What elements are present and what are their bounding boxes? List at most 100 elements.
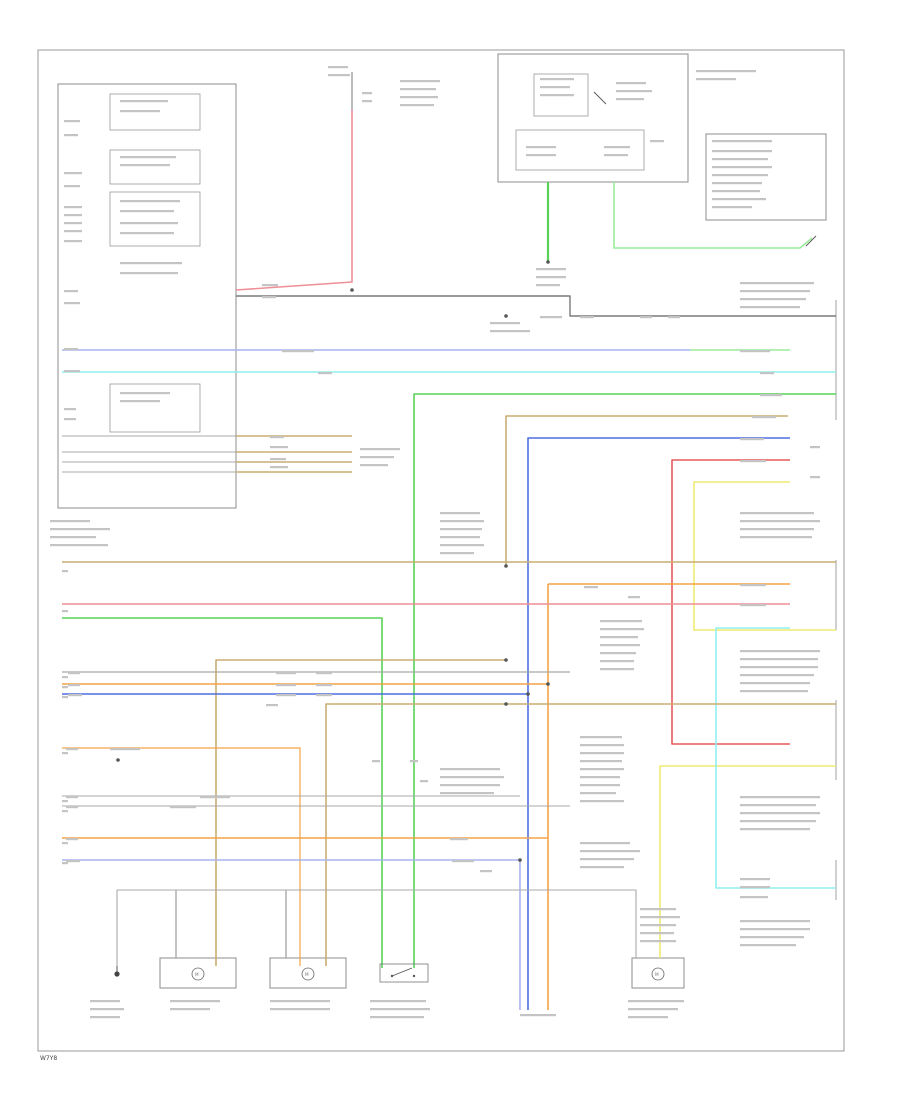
micro-label-placeholder-186 bbox=[628, 1008, 678, 1011]
micro-label-placeholder-65 bbox=[712, 182, 762, 185]
micro-label-placeholder-50 bbox=[616, 82, 646, 85]
micro-label-placeholder-144 bbox=[740, 886, 770, 889]
micro-label-placeholder-93 bbox=[440, 536, 480, 539]
wire-orange-row-748 bbox=[62, 747, 301, 966]
micro-label-placeholder-148 bbox=[740, 936, 804, 939]
micro-label-placeholder-125 bbox=[580, 768, 624, 771]
micro-label-placeholder-166 bbox=[200, 796, 230, 799]
micro-label-placeholder-155 bbox=[66, 796, 78, 799]
micro-label-placeholder-82 bbox=[740, 350, 770, 353]
micro-label-placeholder-99 bbox=[50, 544, 108, 547]
micro-label-placeholder-81 bbox=[490, 330, 530, 333]
micro-label-placeholder-91 bbox=[440, 520, 484, 523]
micro-label-placeholder-126 bbox=[580, 776, 620, 779]
micro-label-placeholder-121 bbox=[580, 736, 622, 739]
micro-label-placeholder-112 bbox=[740, 658, 818, 661]
micro-label-placeholder-3 bbox=[64, 172, 82, 175]
micro-label-placeholder-122 bbox=[580, 744, 624, 747]
micro-label-placeholder-94 bbox=[440, 544, 484, 547]
micro-label-placeholder-195 bbox=[62, 676, 68, 679]
micro-label-placeholder-201 bbox=[62, 842, 68, 845]
micro-label-placeholder-164 bbox=[316, 694, 332, 697]
wire-junction-10 bbox=[518, 858, 522, 862]
micro-label-placeholder-120 bbox=[740, 604, 766, 607]
micro-label-placeholder-72 bbox=[740, 282, 814, 285]
micro-label-placeholder-178 bbox=[170, 1008, 210, 1011]
micro-label-placeholder-202 bbox=[62, 862, 68, 865]
micro-label-placeholder-142 bbox=[580, 866, 624, 869]
wire-green-long bbox=[413, 393, 836, 968]
micro-label-placeholder-35 bbox=[270, 466, 288, 469]
micro-label-placeholder-25 bbox=[120, 272, 178, 275]
micro-label-placeholder-2 bbox=[64, 134, 78, 137]
micro-label-placeholder-34 bbox=[270, 458, 286, 461]
wire-junction-5 bbox=[504, 658, 508, 662]
micro-label-placeholder-192 bbox=[640, 940, 676, 943]
micro-label-placeholder-111 bbox=[740, 650, 820, 653]
wire-junction-9 bbox=[116, 758, 120, 762]
micro-label-placeholder-168 bbox=[450, 838, 468, 841]
micro-label-placeholder-48 bbox=[540, 86, 570, 89]
micro-label-placeholder-57 bbox=[650, 140, 664, 143]
micro-label-placeholder-60 bbox=[712, 140, 772, 143]
micro-label-placeholder-103 bbox=[740, 536, 812, 539]
micro-label-placeholder-156 bbox=[66, 806, 78, 809]
micro-label-placeholder-141 bbox=[580, 858, 634, 861]
micro-label-placeholder-153 bbox=[66, 748, 78, 751]
micro-label-placeholder-200 bbox=[62, 810, 68, 813]
micro-label-placeholder-157 bbox=[66, 838, 78, 841]
micro-label-placeholder-191 bbox=[640, 932, 674, 935]
micro-label-placeholder-137 bbox=[740, 820, 816, 823]
wire-tan-660 bbox=[215, 659, 506, 966]
micro-label-placeholder-70 bbox=[536, 276, 566, 279]
micro-label-placeholder-86 bbox=[740, 438, 764, 441]
micro-label-placeholder-46 bbox=[362, 100, 372, 103]
wire-junction-1 bbox=[350, 288, 354, 292]
wire-blue-vertical bbox=[527, 437, 790, 1010]
micro-label-placeholder-11 bbox=[64, 302, 80, 305]
micro-label-placeholder-88 bbox=[810, 446, 820, 449]
micro-label-placeholder-196 bbox=[62, 686, 68, 689]
micro-label-placeholder-131 bbox=[440, 776, 504, 779]
micro-label-placeholder-79 bbox=[668, 316, 680, 319]
micro-label-placeholder-165 bbox=[266, 704, 278, 707]
wire-darkgray-bus bbox=[236, 295, 836, 317]
micro-label-placeholder-37 bbox=[360, 456, 394, 459]
micro-label-placeholder-56 bbox=[604, 154, 628, 157]
micro-label-placeholder-180 bbox=[270, 1008, 330, 1011]
micro-label-placeholder-71 bbox=[536, 284, 560, 287]
micro-label-placeholder-194 bbox=[62, 610, 68, 613]
micro-label-placeholder-128 bbox=[580, 792, 616, 795]
micro-label-placeholder-52 bbox=[616, 98, 644, 101]
svg-text:M: M bbox=[305, 972, 309, 977]
wire-cyan-vertical bbox=[715, 627, 836, 889]
micro-label-placeholder-161 bbox=[276, 694, 296, 697]
module-sub-block-2 bbox=[109, 149, 201, 185]
micro-label-placeholder-84 bbox=[760, 394, 782, 397]
micro-label-placeholder-53 bbox=[526, 146, 556, 149]
wire-junction-6 bbox=[526, 692, 530, 696]
micro-label-placeholder-8 bbox=[64, 230, 82, 233]
micro-label-placeholder-54 bbox=[526, 154, 556, 157]
micro-label-placeholder-32 bbox=[270, 436, 284, 439]
micro-label-placeholder-176 bbox=[90, 1016, 120, 1019]
micro-label-placeholder-1 bbox=[64, 120, 80, 123]
actuator-box-2 bbox=[269, 957, 347, 989]
micro-label-placeholder-30 bbox=[282, 350, 314, 353]
micro-label-placeholder-124 bbox=[580, 760, 622, 763]
micro-label-placeholder-174 bbox=[90, 1000, 120, 1003]
micro-label-placeholder-100 bbox=[740, 512, 814, 515]
micro-label-placeholder-179 bbox=[270, 1000, 330, 1003]
micro-label-placeholder-151 bbox=[68, 684, 80, 687]
micro-label-placeholder-193 bbox=[62, 570, 68, 573]
switch-icon bbox=[593, 91, 607, 105]
micro-label-placeholder-43 bbox=[400, 96, 438, 99]
wire-lightgreen-top bbox=[613, 182, 813, 249]
wire-pink-top bbox=[235, 110, 353, 291]
micro-label-placeholder-175 bbox=[90, 1008, 124, 1011]
micro-label-placeholder-134 bbox=[740, 796, 820, 799]
micro-label-placeholder-13 bbox=[64, 370, 80, 373]
wire-junction-3 bbox=[504, 314, 508, 318]
micro-label-placeholder-24 bbox=[120, 262, 182, 265]
